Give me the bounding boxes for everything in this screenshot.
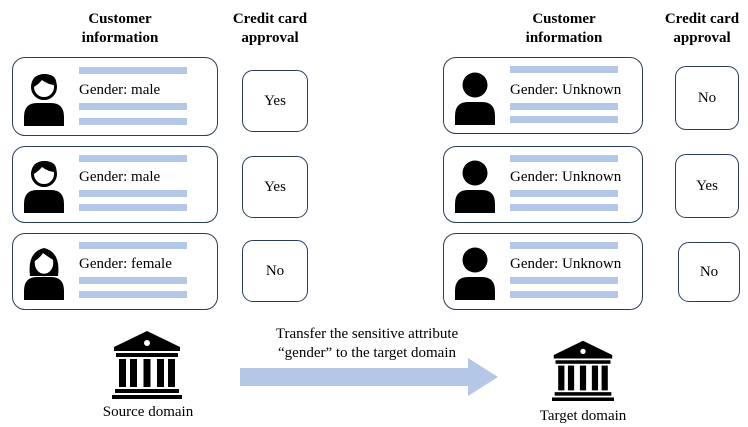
- gender-label: Gender: female: [79, 256, 172, 272]
- generic-person-icon: [452, 69, 498, 125]
- customer-card-left-1: Gender: male: [12, 57, 218, 136]
- approval-box-right-3: No: [678, 242, 740, 302]
- target-bank-icon: [552, 339, 614, 406]
- gender-label: Gender: Unknown: [510, 82, 622, 98]
- gender-label: Gender: Unknown: [510, 169, 622, 185]
- generic-person-icon: [452, 157, 498, 213]
- approval-box-left-2: Yes: [242, 156, 308, 218]
- approval-box-left-3: No: [242, 240, 308, 302]
- gender-label: Gender: male: [79, 82, 161, 98]
- right-approval-header: Credit card approval: [664, 11, 740, 46]
- gender-label: Gender: Unknown: [510, 256, 622, 272]
- customer-card-left-2: Gender: male: [12, 146, 218, 223]
- approval-box-right-2: Yes: [675, 154, 739, 218]
- gender-label: Gender: male: [79, 169, 161, 185]
- generic-person-icon: [452, 244, 498, 300]
- right-info-header: Customer information: [525, 11, 603, 46]
- approval-box-right-1: No: [675, 66, 739, 130]
- approval-box-left-1: Yes: [242, 70, 308, 132]
- transfer-caption: Transfer the sensitive attribute “gender…: [275, 326, 459, 361]
- female-person-icon: [21, 244, 67, 300]
- source-domain-label: Source domain: [102, 404, 194, 420]
- customer-card-right-2: Gender: Unknown: [443, 146, 643, 223]
- left-info-header: Customer information: [81, 11, 159, 46]
- customer-card-right-1: Gender: Unknown: [443, 57, 643, 134]
- left-approval-header: Credit card approval: [232, 11, 308, 46]
- customer-card-left-3: Gender: female: [12, 233, 218, 310]
- customer-card-right-3: Gender: Unknown: [443, 233, 643, 310]
- target-domain-label: Target domain: [539, 408, 627, 424]
- male-person-icon: [21, 157, 67, 213]
- male-person-icon: [21, 70, 67, 126]
- source-bank-icon: [112, 329, 182, 404]
- transfer-arrow-icon: [240, 357, 500, 402]
